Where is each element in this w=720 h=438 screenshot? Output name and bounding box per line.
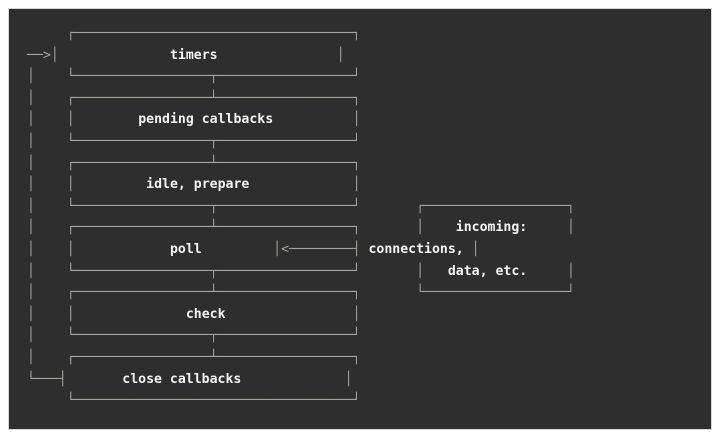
box-rule-glyphs: [35, 328, 67, 343]
phase-label-text: check: [74, 306, 353, 322]
box-rule-glyphs: │: [27, 241, 35, 257]
box-rule-glyphs: [35, 307, 67, 322]
box-rule-glyphs: │: [66, 306, 75, 322]
box-rule-glyphs: ┌─────────────────┴─────────────────┐: [66, 349, 361, 365]
phase-label-text: data, etc.: [424, 263, 567, 279]
phase-label-text: timers: [58, 47, 337, 63]
box-rule-glyphs: [27, 393, 67, 408]
box-rule-glyphs: [35, 220, 67, 235]
ascii-row: │ ┌─────────────────┴─────────────────┐ …: [27, 285, 575, 300]
box-rule-glyphs: │: [352, 306, 361, 322]
box-rule-glyphs: ┌─────────────────┴─────────────────┐: [66, 90, 361, 106]
box-rule-glyphs: │<────────┤: [273, 241, 361, 257]
box-rule-glyphs: [35, 112, 67, 127]
box-rule-glyphs: │: [27, 112, 35, 128]
box-rule-glyphs: │: [27, 328, 35, 344]
box-rule-glyphs: ┌───────────────────────────────────┐: [66, 26, 361, 41]
box-rule-glyphs: └──────────────────┘: [416, 285, 575, 301]
box-rule-glyphs: └─────────────────┬─────────────────┘: [66, 263, 361, 279]
box-rule-glyphs: └─────────────────┬─────────────────┘: [66, 133, 361, 149]
box-rule-glyphs: └─────────────────┬─────────────────┘: [66, 69, 361, 85]
box-rule-glyphs: └───────────────────────────────────┘: [66, 393, 361, 409]
phase-label-text: close callbacks: [66, 371, 345, 387]
phase-label-text: poll: [74, 241, 274, 257]
box-rule-glyphs: [35, 264, 67, 279]
ascii-row: │ │ check │: [27, 307, 361, 322]
ascii-row: │ │ poll │<────────┤ connections, │: [27, 242, 480, 257]
phase-label-text: incoming:: [424, 220, 567, 236]
box-rule-glyphs: [35, 242, 67, 257]
box-rule-glyphs: [35, 350, 67, 365]
ascii-row: │ └─────────────────┬─────────────────┘ …: [27, 264, 575, 279]
box-rule-glyphs: │: [27, 220, 35, 236]
ascii-row: │ ┌─────────────────┴─────────────────┐ …: [27, 220, 575, 235]
box-rule-glyphs: │: [66, 112, 75, 128]
box-rule-glyphs: ─: [27, 47, 35, 63]
box-rule-glyphs: │: [336, 47, 345, 63]
box-rule-glyphs: │: [27, 155, 35, 171]
box-rule-glyphs: ┌──────────────────┐: [416, 198, 575, 214]
box-rule-glyphs: │: [27, 90, 35, 106]
box-rule-glyphs: [35, 69, 67, 84]
box-rule-glyphs: │: [66, 241, 75, 257]
box-rule-glyphs: [360, 220, 416, 235]
box-rule-glyphs: └─────────────────┬─────────────────┘: [66, 328, 361, 344]
box-rule-glyphs: │: [352, 177, 361, 193]
ascii-row: │ ┌─────────────────┴─────────────────┐: [27, 350, 360, 365]
box-rule-glyphs: [360, 199, 416, 214]
box-rule-glyphs: │: [27, 177, 35, 193]
box-rule-glyphs: │: [27, 263, 35, 279]
ascii-row: └───────────────────────────────────┘: [27, 393, 361, 409]
ascii-row: │ └─────────────────┬─────────────────┘: [27, 134, 360, 149]
box-rule-glyphs: │: [566, 220, 575, 236]
box-rule-glyphs: └───┤: [27, 371, 67, 387]
box-rule-glyphs: │: [416, 263, 425, 279]
box-rule-glyphs: [35, 156, 67, 171]
box-rule-glyphs: │: [27, 306, 35, 322]
box-rule-glyphs: ┌─────────────────┴─────────────────┐: [66, 285, 361, 301]
box-rule-glyphs: [27, 26, 67, 41]
box-rule-glyphs: │: [566, 263, 575, 279]
ascii-row: │ └─────────────────┬─────────────────┘: [27, 69, 360, 84]
phase-label-text: idle, prepare: [74, 177, 353, 193]
box-rule-glyphs: ┌─────────────────┴─────────────────┐: [66, 155, 361, 171]
box-rule-glyphs: │: [344, 371, 353, 387]
phase-label-text: connections,: [360, 241, 472, 257]
box-rule-glyphs: ┌─────────────────┴─────────────────┐: [66, 220, 361, 236]
box-rule-glyphs: [35, 199, 67, 214]
box-rule-glyphs: │: [27, 349, 35, 365]
box-rule-glyphs: │: [27, 133, 35, 149]
box-rule-glyphs: [35, 134, 67, 149]
ascii-row: ┌───────────────────────────────────┐: [27, 26, 361, 41]
ascii-art-canvas: ┌───────────────────────────────────┐ ──…: [9, 9, 575, 412]
ascii-row: │ │ idle, prepare │: [27, 177, 361, 192]
box-rule-glyphs: │: [50, 47, 59, 63]
ascii-row: │ ┌─────────────────┴─────────────────┐: [27, 156, 360, 171]
box-rule-glyphs: │: [27, 69, 35, 85]
box-rule-glyphs: │: [27, 198, 35, 214]
box-rule-glyphs: [35, 177, 67, 192]
box-rule-glyphs: │: [27, 285, 35, 301]
box-rule-glyphs: │: [471, 241, 480, 257]
box-rule-glyphs: [35, 91, 67, 106]
box-rule-glyphs: │: [66, 177, 75, 193]
ascii-row: ──>│ timers │: [27, 48, 345, 63]
box-rule-glyphs: [35, 285, 67, 300]
ascii-row: │ │ pending callbacks │: [27, 112, 361, 127]
ascii-row: │ └─────────────────┬─────────────────┘ …: [27, 199, 575, 214]
box-rule-glyphs: │: [416, 220, 425, 236]
ascii-row: │ ┌─────────────────┴─────────────────┐: [27, 91, 360, 106]
box-rule-glyphs: │: [352, 112, 361, 128]
box-rule-glyphs: [360, 285, 416, 300]
phase-label-text: pending callbacks: [74, 112, 353, 128]
ascii-row: │ └─────────────────┬─────────────────┘: [27, 328, 360, 343]
box-rule-glyphs: └─────────────────┬─────────────────┘: [66, 198, 361, 214]
box-rule-glyphs: [360, 264, 416, 279]
ascii-row: └───┤ close callbacks │: [27, 372, 353, 387]
ascii-diagram-code-block: ┌───────────────────────────────────┐ ──…: [8, 8, 712, 430]
box-rule-glyphs: ─>: [34, 47, 51, 63]
